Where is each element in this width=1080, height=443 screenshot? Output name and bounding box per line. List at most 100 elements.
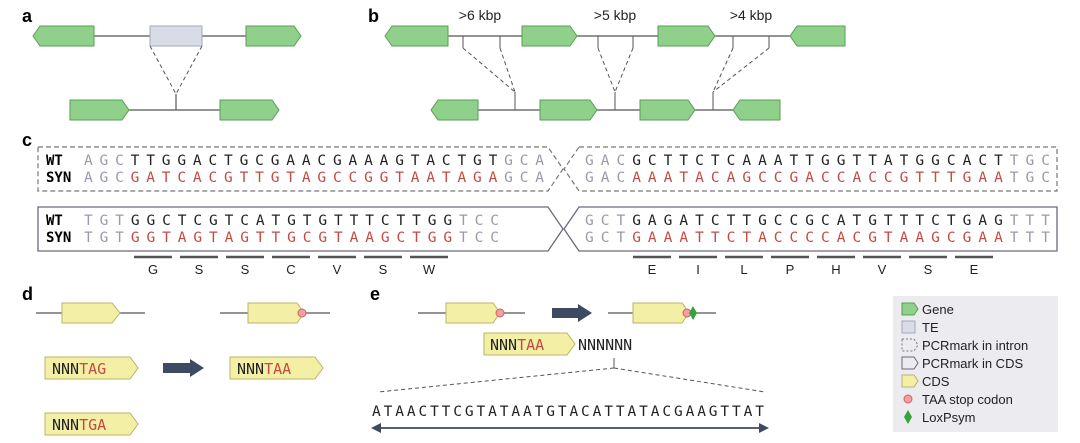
- codon-nnntga: NNNTGA: [52, 416, 106, 434]
- amino-acid-label: P: [786, 262, 795, 277]
- gene-arrow: [430, 99, 479, 121]
- gene-arrow: [384, 25, 449, 47]
- amino-acid-label: V: [333, 262, 342, 277]
- deletion-guide: [712, 47, 734, 93]
- sequence-segment: GATCACGTTGTAGCCGGTAATAGA: [131, 170, 498, 186]
- panel-e-label: e: [370, 284, 380, 304]
- sequence-segment: GCA: [504, 153, 544, 169]
- panel-c-label: c: [22, 130, 32, 150]
- gap-label: >4 kbp: [730, 7, 773, 23]
- legend-gene-label: Gene: [922, 302, 954, 317]
- sequence-segment: GAGATCTTGCCGCATGTTTCTGAG: [632, 213, 1003, 229]
- sequence-segment: TAA: [264, 360, 291, 378]
- sequence-segment: TAG: [79, 360, 106, 378]
- legend-te-label: TE: [922, 320, 939, 335]
- sequence-segment: GAC: [585, 170, 625, 186]
- legend-lox-label: LoxPsym: [922, 410, 975, 425]
- sequence-segment: GCTTCTCAAATTGGTTATGGCACT: [632, 153, 1003, 169]
- codon-nnntaa: NNNTAA: [237, 360, 291, 378]
- sequence-segment: GCT: [585, 230, 625, 246]
- gene-arrow: [219, 99, 280, 121]
- row-label-syn: SYN: [46, 230, 71, 246]
- amino-acid-label: G: [148, 262, 158, 277]
- deletion-guide: [499, 47, 516, 93]
- deletion-guide: [614, 47, 634, 93]
- expansion-guide: [613, 367, 766, 393]
- cds-arrow: [61, 302, 121, 324]
- sequence-segment: NNN: [52, 416, 79, 434]
- amino-acid-label: E: [648, 262, 657, 277]
- amino-acid-label: W: [423, 262, 436, 277]
- cds-arrow: [632, 302, 690, 324]
- sequence-segment: TTT: [1010, 213, 1050, 229]
- pcrmark-cds-box-right: [563, 206, 1058, 252]
- loxpsym-sequence: ATAACTTCGTATAATGTACATTATACGAAGTTAT: [372, 404, 764, 420]
- gene-arrow: [732, 99, 781, 121]
- transposable-element: [149, 25, 203, 47]
- syn-intron-sequence-right: GAC AAATACAGCCGACCACCGTTTGAA TGC: [585, 170, 1050, 186]
- sequence-segment: AAATACAGCCGACCACCGTTTGAA: [632, 170, 1003, 186]
- legend-stop-label: TAA stop codon: [922, 392, 1013, 407]
- gap-label: >5 kbp: [594, 7, 637, 23]
- codon-tag: [483, 332, 576, 356]
- sequence-segment: GAAATTCTACCCCACGTAAGCGAA: [632, 230, 1003, 246]
- loxpsym-marker: [689, 306, 697, 320]
- taa-stop-codon-marker: [297, 308, 307, 318]
- amino-acid-label: V: [878, 262, 887, 277]
- sequence-segment: GGTAGTAGTTGCGTAAGCTGG: [131, 230, 452, 246]
- codon-tag: [229, 356, 324, 380]
- amino-acid-label: E: [970, 262, 979, 277]
- panel-a-label: a: [22, 6, 33, 26]
- gene-arrow: [245, 25, 302, 47]
- row-label-wt: WT: [46, 213, 63, 229]
- wt-intron-sequence-right: GAC GCTTCTCAAATTGGTTATGGCACT TGC: [585, 153, 1050, 169]
- pcrmark-intron-box-left: [37, 146, 564, 192]
- conversion-arrow: [552, 304, 592, 322]
- legend: Gene TE PCRmark in intron PCRmark in CDS…: [893, 296, 1058, 432]
- deletion-guide: [597, 47, 616, 93]
- gene-arrow: [69, 99, 130, 121]
- sequence-segment: TTT: [1010, 230, 1050, 246]
- sequence-segment: AGC: [84, 153, 124, 169]
- sequence-segment: AGC: [84, 170, 124, 186]
- deletion-guide: [149, 45, 177, 95]
- gene-arrow: [789, 25, 846, 47]
- codon-tag: [44, 356, 139, 380]
- sequence-segment: NNN: [52, 360, 79, 378]
- conversion-arrow: [163, 359, 204, 377]
- panel-d-label: d: [22, 284, 33, 304]
- gene-arrow: [657, 25, 716, 47]
- row-label-syn: SYN: [46, 170, 71, 186]
- syn-cds-sequence-right: GCT GAAATTCTACCCCACGTAAGCGAA TTT: [585, 230, 1050, 246]
- cds-arrow: [247, 302, 305, 324]
- sequence-segment: TGC: [1010, 170, 1050, 186]
- amino-acid-label: S: [379, 262, 388, 277]
- gene-arrow: [539, 99, 598, 121]
- amino-acid-label: S: [195, 262, 204, 277]
- sequence-segment: GGCTCGTCATGTGTTTCTTGG: [131, 213, 452, 229]
- expansion-guide: [377, 367, 615, 393]
- sequence-segment: GAC: [585, 153, 625, 169]
- sequence-segment: TCC: [459, 230, 499, 246]
- panel-b-label: b: [368, 6, 379, 26]
- amino-acid-label: S: [924, 262, 933, 277]
- sequence-segment: TGC: [1010, 153, 1050, 169]
- codon-nnntaa: NNNTAA: [490, 336, 544, 354]
- amino-acid-label: L: [740, 262, 747, 277]
- legend-background: [893, 296, 1058, 432]
- sequence-segment: NNN: [490, 336, 517, 354]
- row-label-wt: WT: [46, 153, 63, 169]
- panel-a: a: [22, 6, 302, 121]
- legend-pcrmark-intron-label: PCRmark in intron: [922, 338, 1028, 353]
- amino-acid-label: I: [696, 262, 700, 277]
- gap-label: >6 kbp: [459, 7, 502, 23]
- legend-pcrmark-intron-swatch: [901, 338, 919, 352]
- codon-nnntag: NNNTAG: [52, 360, 106, 378]
